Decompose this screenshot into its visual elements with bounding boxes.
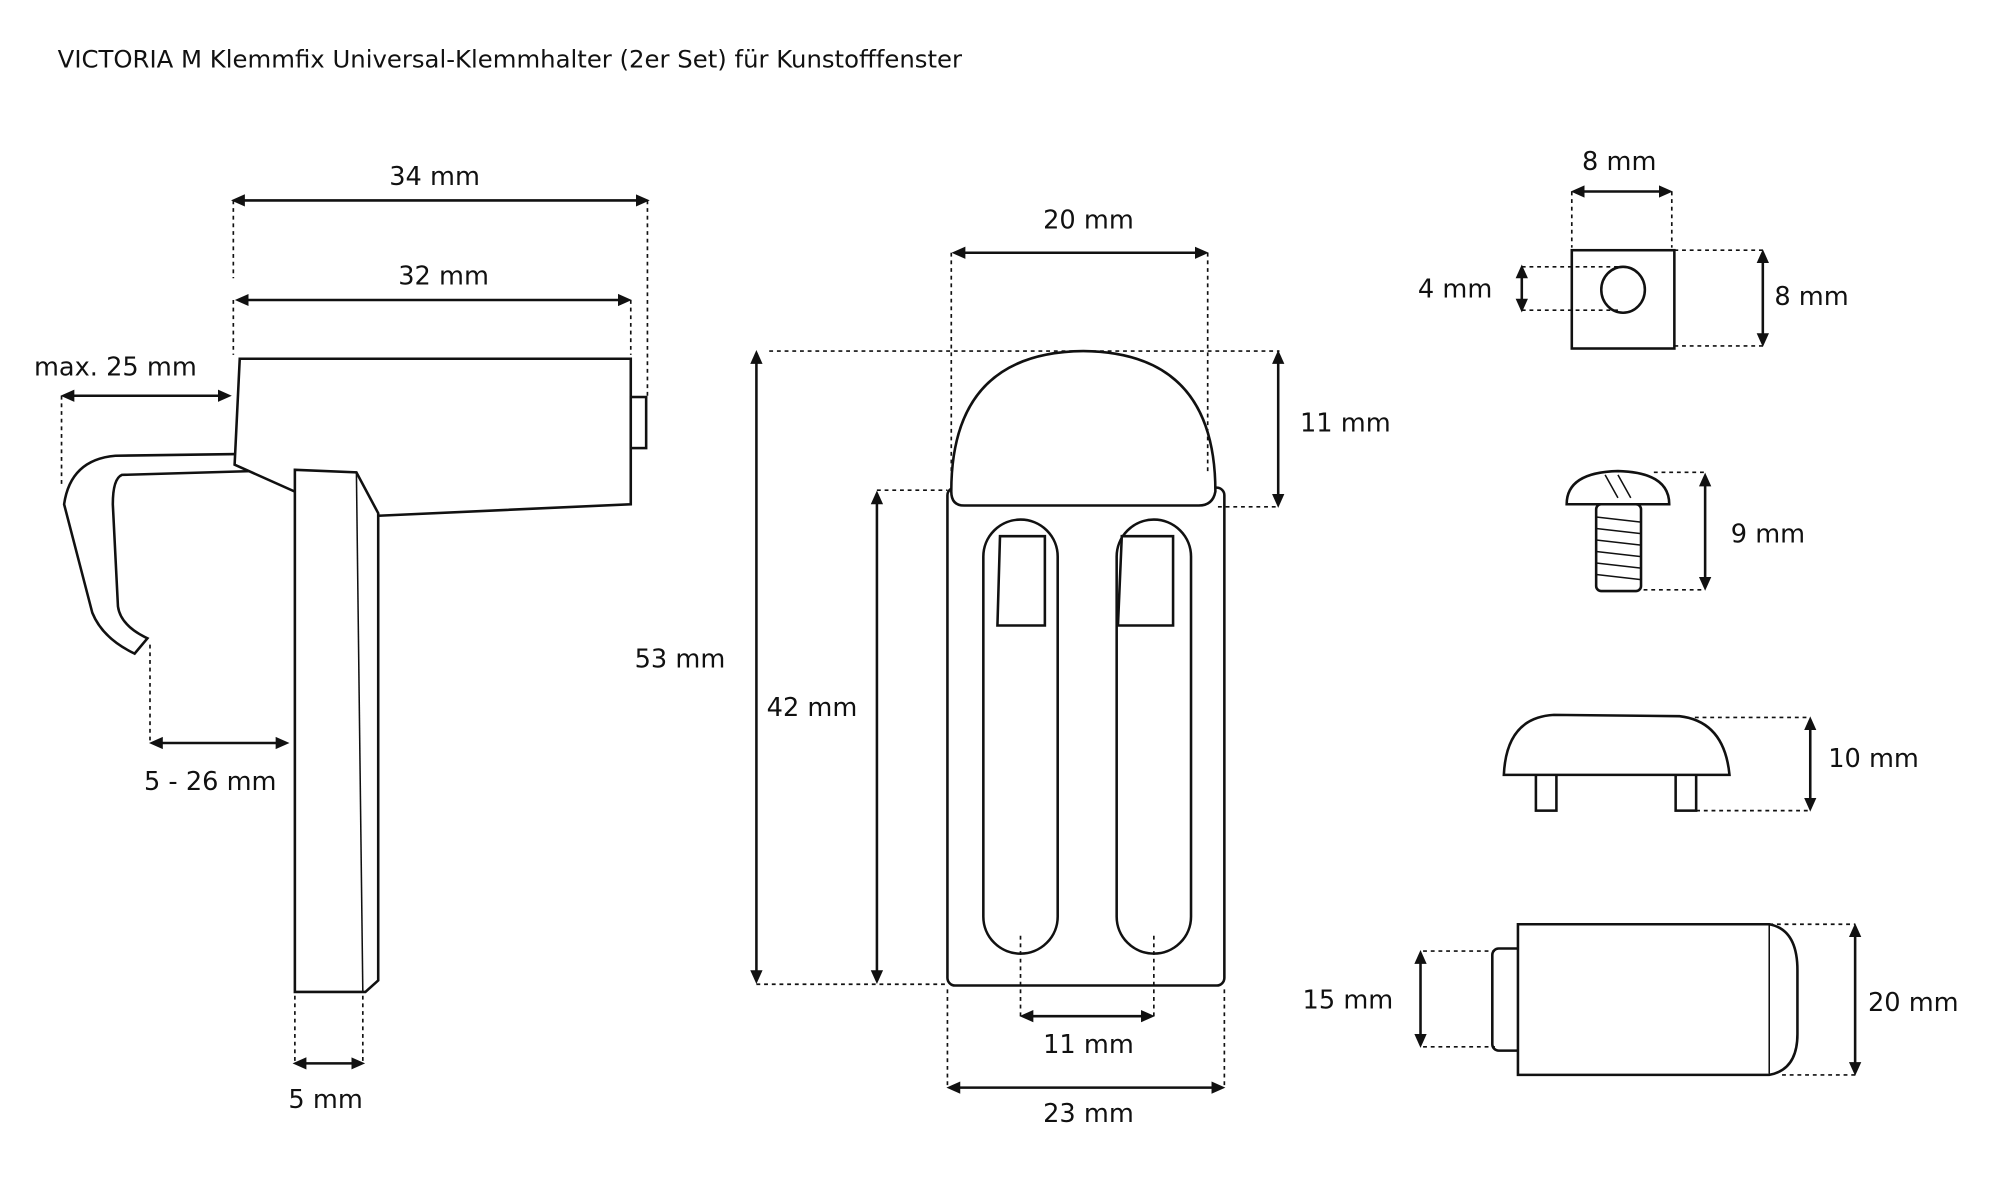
dim-clamp-range: 5 - 26 mm bbox=[144, 767, 277, 797]
dim-width-body: 32 mm bbox=[398, 262, 489, 292]
front-view-clamp bbox=[946, 349, 1226, 987]
dim-nut-hole: 4 mm bbox=[1418, 274, 1492, 304]
dim-head-height: 11 mm bbox=[1300, 409, 1391, 439]
dim-hook-reach: max. 25 mm bbox=[34, 352, 197, 382]
side-view-clamp bbox=[62, 357, 648, 994]
dim-nut-height: 8 mm bbox=[1774, 282, 1848, 312]
dim-bar-thickness: 5 mm bbox=[288, 1085, 362, 1115]
dim-pad-outer: 20 mm bbox=[1868, 988, 1959, 1018]
dim-head-width: 20 mm bbox=[1043, 206, 1134, 236]
dim-total-height: 53 mm bbox=[635, 645, 726, 675]
dim-pad-inner: 15 mm bbox=[1303, 986, 1394, 1016]
screw bbox=[1565, 469, 1671, 593]
clamp-pad bbox=[1491, 922, 1799, 1077]
cover-cap bbox=[1502, 713, 1731, 812]
dim-plate-height: 42 mm bbox=[767, 693, 858, 723]
dim-plate-width: 23 mm bbox=[1043, 1099, 1134, 1129]
dim-nut-width: 8 mm bbox=[1582, 147, 1656, 177]
dim-screw-length: 9 mm bbox=[1731, 520, 1805, 550]
page-title: VICTORIA M Klemmfix Universal-Klemmhalte… bbox=[58, 45, 962, 74]
dim-width-total: 34 mm bbox=[389, 162, 480, 192]
dim-cap-height: 10 mm bbox=[1828, 744, 1919, 774]
dim-slot-spacing: 11 mm bbox=[1043, 1030, 1134, 1060]
square-nut bbox=[1570, 248, 1676, 350]
